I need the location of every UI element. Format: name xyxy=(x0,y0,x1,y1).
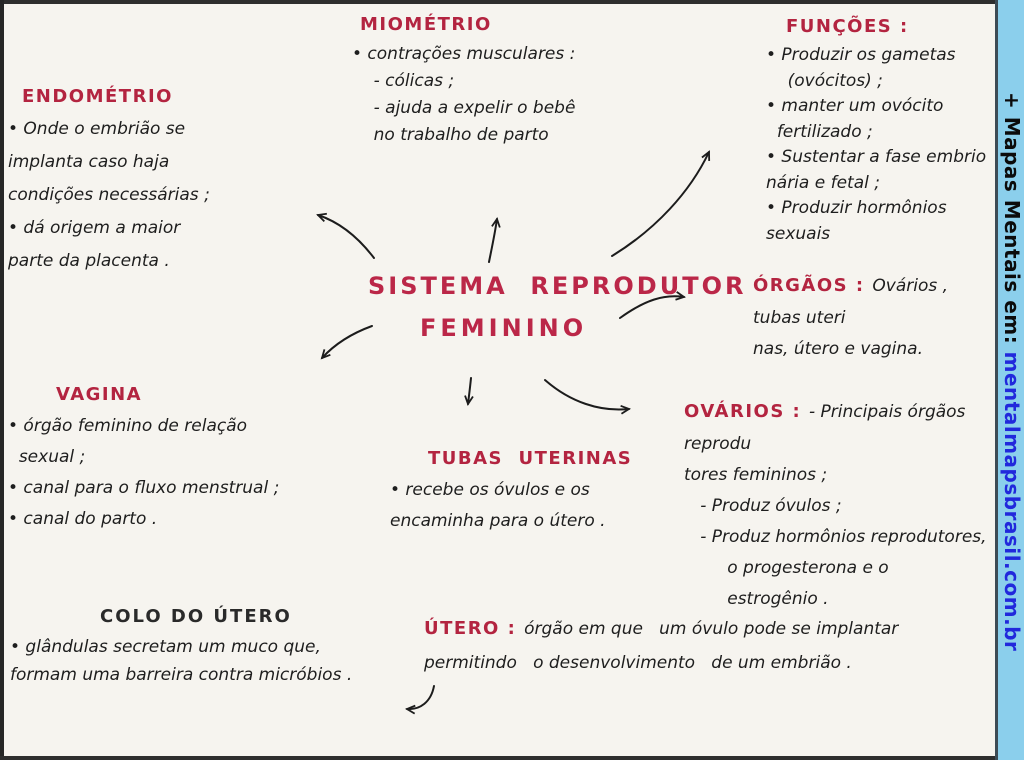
branch-utero-notes: permitindo o desenvolvimento de um embri… xyxy=(424,646,979,680)
branch-funcoes-title: FUNÇÕES : xyxy=(786,16,909,37)
text-line: • dá origem a maior xyxy=(8,218,181,238)
branch-tubas-uterinas-title: TUBAS UTERINAS xyxy=(428,448,633,469)
branch-orgaos-title: ÓRGÃOS : xyxy=(753,275,873,296)
branch-ovarios-text: - Principais órgãos reprodu xyxy=(684,402,971,454)
branch-endometrio: ENDOMÉTRIO • Onde o embrião se implanta c… xyxy=(8,86,248,278)
text-line: - cólicas ; xyxy=(352,71,455,91)
branch-orgaos: ÓRGÃOS : Ovários , tubas uteri nas, úter… xyxy=(753,270,995,365)
text-line: no trabalho de parto xyxy=(352,125,549,145)
arrow-to-endometrio xyxy=(316,212,375,259)
branch-miometrio-notes: • contrações musculares : - cólicas ; - … xyxy=(352,41,652,149)
text-line: - Produz óvulos ; xyxy=(684,496,842,516)
branch-utero-title: ÚTERO : xyxy=(424,618,525,639)
branch-endometrio-title: ENDOMÉTRIO xyxy=(22,86,173,107)
text-line: condições necessárias ; xyxy=(8,185,210,205)
branch-orgaos-text: Ovários , tubas uteri xyxy=(753,276,954,328)
branch-utero: ÚTERO : órgão em que um óvulo pode se im… xyxy=(424,612,979,680)
text-line: parte da placenta . xyxy=(8,251,170,271)
text-line: • canal do parto . xyxy=(8,509,158,529)
text-line: fertilizado ; xyxy=(766,121,873,142)
text-line: (ovócitos) ; xyxy=(766,70,883,91)
arrow-utero-hook xyxy=(404,685,435,715)
text-line: • Produzir os gametas xyxy=(766,45,956,65)
text-line: • Produzir hormônios sexuais xyxy=(766,198,952,244)
branch-colo-do-utero: COLO DO ÚTERO • glândulas secretam um mu… xyxy=(10,606,410,689)
text-line: o progesterona e o xyxy=(684,558,889,578)
central-topic-line1: SISTEMA REPRODUTOR xyxy=(368,272,747,300)
branch-miometrio: MIOMÉTRIO • contrações musculares : - có… xyxy=(352,14,652,149)
text-line: - ajuda a expelir o bebê xyxy=(352,98,576,118)
scan-border-bottom xyxy=(0,756,1000,760)
central-topic: SISTEMA REPRODUTOR FEMININO xyxy=(368,272,747,342)
branch-orgaos-notes: nas, útero e vagina. xyxy=(753,334,995,365)
arrow-to-tubas xyxy=(464,377,474,406)
text-line: encaminha para o útero . xyxy=(390,511,606,531)
text-line: permitindo o desenvolvimento de um embri… xyxy=(424,653,852,673)
text-line: • Sustentar a fase embrio xyxy=(766,147,987,167)
branch-ovarios: OVÁRIOS : - Principais órgãos reprodu to… xyxy=(684,396,996,615)
branch-tubas-uterinas: TUBAS UTERINAS • recebe os óvulos e os en… xyxy=(390,448,680,537)
branch-vagina-notes: • órgão feminino de relação sexual ; • ca… xyxy=(8,411,328,535)
watermark-text: + Mapas Mentais em: mentalmapsbrasil.com… xyxy=(1000,0,1024,760)
text-line: • órgão feminino de relação xyxy=(8,416,248,436)
scan-border-left xyxy=(0,0,4,760)
text-line: • contrações musculares : xyxy=(352,44,576,64)
branch-ovarios-firstrow: OVÁRIOS : - Principais órgãos reprodu xyxy=(684,396,996,460)
arrow-to-funcoes xyxy=(611,150,711,257)
branch-endometrio-notes: • Onde o embrião se implanta caso haja con… xyxy=(8,113,248,278)
text-line: nária e fetal ; xyxy=(766,172,880,193)
branch-orgaos-firstrow: ÓRGÃOS : Ovários , tubas uteri xyxy=(753,270,995,334)
branch-colo-do-utero-title: COLO DO ÚTERO xyxy=(100,606,292,627)
watermark-band: + Mapas Mentais em: mentalmapsbrasil.com… xyxy=(995,0,1024,760)
text-line: formam uma barreira contra micróbios . xyxy=(10,665,353,685)
arrow-to-miometrio xyxy=(488,217,501,263)
branch-vagina-title: VAGINA xyxy=(56,384,143,405)
branch-ovarios-notes: tores femininos ; - Produz óvulos ; - Pr… xyxy=(684,460,996,615)
branch-ovarios-title: OVÁRIOS : xyxy=(684,401,810,422)
branch-miometrio-title: MIOMÉTRIO xyxy=(360,14,492,35)
branch-tubas-uterinas-notes: • recebe os óvulos e os encaminha para o … xyxy=(390,475,680,537)
branch-utero-text: órgão em que um óvulo pode se implantar xyxy=(524,619,899,639)
branch-utero-firstrow: ÚTERO : órgão em que um óvulo pode se im… xyxy=(424,612,979,646)
text-line: • manter um ovócito xyxy=(766,96,944,116)
branch-funcoes: FUNÇÕES : • Produzir os gametas (ovócito… xyxy=(766,16,1006,247)
text-line: sexual ; xyxy=(8,447,86,467)
text-line: implanta caso haja xyxy=(8,152,170,172)
text-line: nas, útero e vagina. xyxy=(753,339,923,359)
text-line: • canal para o fluxo menstrual ; xyxy=(8,478,280,498)
watermark-prefix: + Mapas Mentais em: xyxy=(1000,92,1024,352)
watermark-url: mentalmapsbrasil.com.br xyxy=(1000,351,1024,652)
branch-colo-do-utero-notes: • glândulas secretam um muco que, formam … xyxy=(10,633,410,689)
text-line: • glândulas secretam um muco que, xyxy=(10,637,321,657)
branch-funcoes-notes: • Produzir os gametas (ovócitos) ; • mant… xyxy=(766,43,1006,247)
central-topic-line2: FEMININO xyxy=(420,314,588,342)
text-line: estrogênio . xyxy=(684,589,829,609)
branch-vagina: VAGINA • órgão feminino de relação sexua… xyxy=(8,384,328,535)
text-line: • recebe os óvulos e os xyxy=(390,480,590,500)
text-line: tores femininos ; xyxy=(684,465,828,485)
scan-border-top xyxy=(0,0,1000,4)
arrow-to-vagina xyxy=(320,325,373,360)
text-line: - Produz hormônios reprodutores, xyxy=(684,527,987,547)
arrow-to-ovarios xyxy=(544,379,632,415)
text-line: • Onde o embrião se xyxy=(8,119,186,139)
